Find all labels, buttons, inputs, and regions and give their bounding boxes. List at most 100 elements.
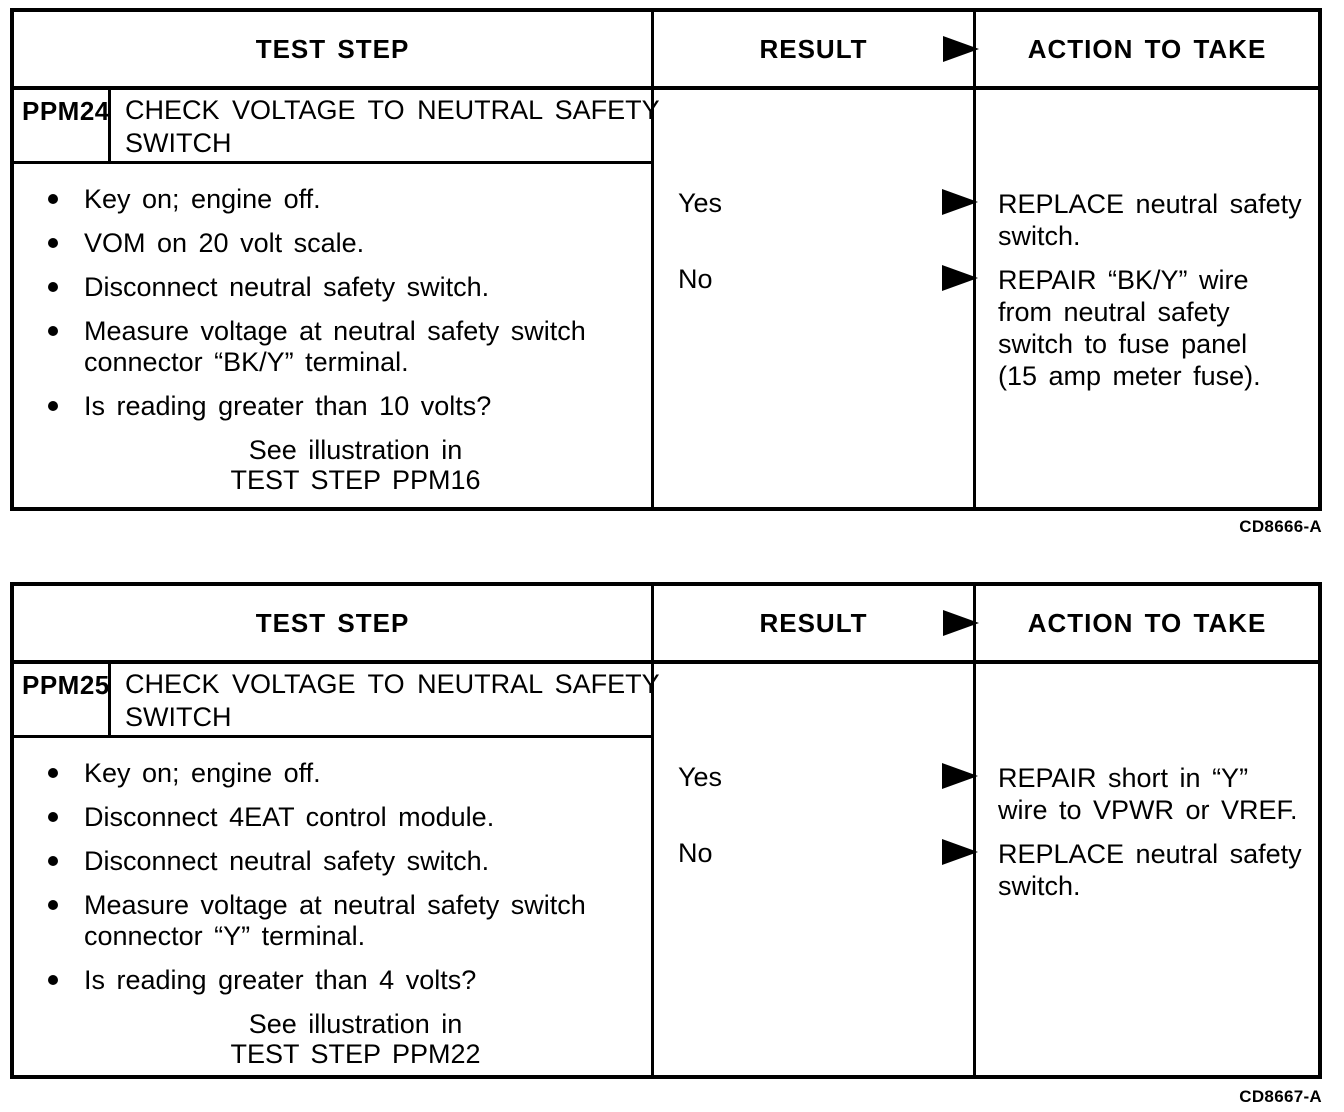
step-id-badge: PPM24 [14,90,111,161]
text-line: Is reading greater than 4 volts? [84,965,477,995]
figure-code-caption: CD8667-A [1239,1087,1322,1106]
list-item: Key on; engine off. [46,184,645,215]
result-header-label: RESULT [759,607,868,638]
list-item: Disconnect neutral safety switch. [46,846,645,877]
arrow-right-icon [942,265,978,291]
list-item: Disconnect neutral safety switch. [46,272,645,303]
result-header: RESULT [654,586,979,664]
text-line: REPAIR “BK/Y” wire [998,265,1249,295]
list-item-text: Disconnect neutral safety switch. [84,846,489,877]
bullet-dot-icon [48,768,58,778]
text-line: switch to fuse panel [998,329,1248,359]
text-line: Is reading greater than 10 volts? [84,391,492,421]
text-line: REPLACE neutral safety [998,839,1302,869]
bullet-dot-icon [48,326,58,336]
bullet-dot-icon [48,856,58,866]
text-line: TEST STEP PPM16 [230,465,481,495]
list-item-text: Is reading greater than 4 volts? [84,965,476,996]
text-line: wire to VPWR or VREF. [998,795,1298,825]
text-line: switch. [998,871,1081,901]
result-no: No [678,838,978,870]
result-no-label: No [678,264,713,294]
arrow-right-icon [942,839,978,865]
test-step-header-label: TEST STEP [255,33,410,64]
text-line: Measure voltage at neutral safety switch [84,316,586,346]
figure-code-caption: CD8666-A [1239,517,1322,536]
text-line: Measure voltage at neutral safety switch [84,890,586,920]
test-step-table-ppm25: TEST STEP RESULT ACTION TO TAKE PPM25 CH… [10,582,1322,1079]
list-item-text: Measure voltage at neutral safety switch… [84,316,586,378]
text-line: Disconnect neutral safety switch. [84,272,490,302]
text-line: SWITCH [125,702,232,732]
list-item-text: Measure voltage at neutral safety switch… [84,890,586,952]
text-line: switch. [998,221,1081,251]
arrow-right-icon [943,36,979,62]
text-line: VOM on 20 volt scale. [84,228,365,258]
list-item-text: Is reading greater than 10 volts? [84,391,491,422]
result-yes-label: Yes [678,762,723,792]
test-step-header: TEST STEP [14,12,654,90]
text-line: from neutral safety [998,297,1230,327]
text-line: connector “Y” terminal. [84,921,366,951]
action-header-label: ACTION TO TAKE [1027,33,1267,64]
result-yes: Yes [678,762,978,794]
list-item: Measure voltage at neutral safety switch… [46,890,645,952]
procedure-list: Key on; engine off. Disconnect 4EAT cont… [14,738,651,996]
list-item-text: Key on; engine off. [84,184,321,215]
arrow-right-icon [942,189,978,215]
text-line: Disconnect neutral safety switch. [84,846,490,876]
text-line: Key on; engine off. [84,758,321,788]
list-item: VOM on 20 volt scale. [46,228,645,259]
text-line: SWITCH [125,128,232,158]
text-line: Disconnect 4EAT control module. [84,802,495,832]
arrow-right-icon [943,610,979,636]
text-line: See illustration in [248,435,463,465]
action-header: ACTION TO TAKE [976,12,1318,90]
bullet-dot-icon [48,812,58,822]
action-header: ACTION TO TAKE [976,586,1318,664]
list-item-text: Disconnect 4EAT control module. [84,802,494,833]
test-step-table-ppm24: TEST STEP RESULT ACTION TO TAKE PPM24 CH… [10,8,1322,511]
bullet-dot-icon [48,900,58,910]
result-no-label: No [678,838,713,868]
text-line: Key on; engine off. [84,184,321,214]
bullet-dot-icon [48,401,58,411]
bullet-dot-icon [48,975,58,985]
list-item: Is reading greater than 4 volts? [46,965,645,996]
list-item: Is reading greater than 10 volts? [46,391,645,422]
procedure-list: Key on; engine off. VOM on 20 volt scale… [14,164,651,422]
arrow-right-icon [942,763,978,789]
test-step-header-label: TEST STEP [255,607,410,638]
result-no: No [678,264,978,296]
list-item: Key on; engine off. [46,758,645,789]
action-cell: REPAIR short in “Y”wire to VPWR or VREF.… [976,664,1318,1075]
result-yes-label: Yes [678,188,723,218]
text-line: connector “BK/Y” terminal. [84,347,409,377]
text-line: (15 amp meter fuse). [998,361,1261,391]
result-cell: Yes No [654,664,978,1075]
result-yes: Yes [678,188,978,220]
text-line: See illustration in [248,1009,463,1039]
result-header: RESULT [654,12,979,90]
action-header-label: ACTION TO TAKE [1027,607,1267,638]
list-item: Disconnect 4EAT control module. [46,802,645,833]
list-item-text: Key on; engine off. [84,758,321,789]
text-line: REPLACE neutral safety [998,189,1302,219]
list-item: Measure voltage at neutral safety switch… [46,316,645,378]
action-for-yes: REPAIR short in “Y”wire to VPWR or VREF. [998,762,1314,826]
text-line: TEST STEP PPM22 [230,1039,481,1069]
list-item-text: VOM on 20 volt scale. [84,228,364,259]
step-id-badge: PPM25 [14,664,111,735]
text-line: CHECK VOLTAGE TO NEUTRAL SAFETY [125,669,660,699]
